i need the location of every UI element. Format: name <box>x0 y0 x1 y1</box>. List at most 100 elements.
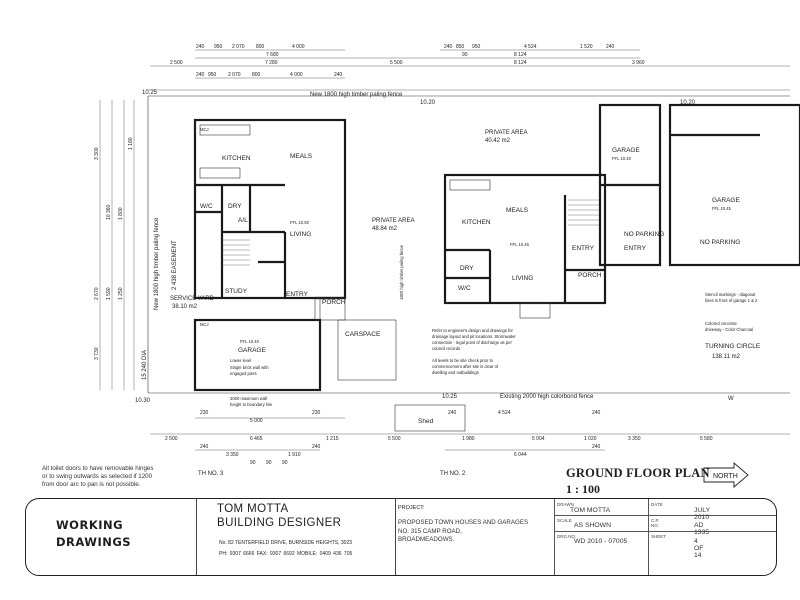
svg-text:230: 230 <box>312 410 321 416</box>
room-label: A/L <box>238 217 248 224</box>
cp-value: AD 1335 <box>694 522 710 536</box>
svg-text:1 020: 1 020 <box>584 436 597 442</box>
shed-outline <box>394 404 466 432</box>
room-label: GARAGE <box>712 197 740 204</box>
project-label: PROJECT: <box>398 505 425 511</box>
garage-note: 2000 maximum wall <box>230 396 267 401</box>
room-label: GARAGE <box>238 347 266 354</box>
svg-text:1 215: 1 215 <box>326 436 339 442</box>
dim-top: 240 <box>196 72 205 78</box>
svg-text:240: 240 <box>200 444 209 450</box>
svg-text:90: 90 <box>282 460 288 466</box>
svg-text:commencement after site is cle: commencement after site is clear of <box>432 364 499 369</box>
dim-top: 4 000 <box>290 72 303 78</box>
room-label: LIVING <box>512 275 533 282</box>
level-mark: 10.20 <box>420 100 436 106</box>
svg-text:6 465: 6 465 <box>250 436 263 442</box>
area-label: PRIVATE AREA <box>485 130 527 136</box>
diameter-label: 15 240 DIA <box>142 350 148 380</box>
area-label: CARSPACE <box>345 331 381 338</box>
dim-top: 2 070 <box>228 72 241 78</box>
svg-text:5 500: 5 500 <box>388 436 401 442</box>
svg-text:drainage layout and pit locati: drainage layout and pit locations. Storm… <box>432 334 516 339</box>
svg-text:5 580: 5 580 <box>700 436 713 442</box>
scale-value: AS SHOWN <box>574 522 612 529</box>
room-label: STUDY <box>225 288 248 295</box>
svg-text:2 500: 2 500 <box>165 436 178 442</box>
svg-text:90: 90 <box>266 460 272 466</box>
svg-text:1 590: 1 590 <box>106 287 112 300</box>
cp-label: C.P. NO. <box>651 518 660 528</box>
dim-top: 1 520 <box>580 44 593 50</box>
townhouse-1-plan: GARAGE FFL 10.40 GARAGE FFL 10.45 ENTRY … <box>598 103 800 360</box>
room-label: ENTRY <box>286 291 309 298</box>
dim-top: 2 070 <box>232 44 245 50</box>
shed-label: Shed <box>418 418 434 425</box>
date-value: JULY 2010 <box>694 507 710 521</box>
dim-top: 4 000 <box>292 44 305 50</box>
dim-top: 950 <box>214 44 223 50</box>
room-label: MEALS <box>290 153 313 160</box>
dim-top: 7 280 <box>265 60 278 66</box>
drawing-number-value: WD 2010 - 07005 <box>574 538 628 545</box>
area-label: TURNING CIRCLE <box>705 343 761 350</box>
svg-text:connection - legal point of di: connection - legal point of discharge as… <box>432 340 512 345</box>
area-value: 40.42 m2 <box>485 138 511 144</box>
svg-text:230: 230 <box>200 410 209 416</box>
fence-label: 1800 high timber paling fence <box>399 244 404 300</box>
svg-text:240: 240 <box>592 444 601 450</box>
dim-top: 240 <box>196 44 205 50</box>
svg-text:4 524: 4 524 <box>498 410 511 416</box>
room-label: GARAGE <box>612 147 640 154</box>
dim-top: 90 <box>462 52 468 58</box>
floor-level: FFL 10.40 <box>240 339 260 344</box>
svg-text:240: 240 <box>312 444 321 450</box>
easement-label: 2 438 EASEMENT <box>172 240 178 290</box>
dim-top: 950 <box>472 44 481 50</box>
engineer-notes: Refer to engineer's design and drawings … <box>432 328 516 375</box>
drawn-value: TOM MOTTA <box>570 507 611 514</box>
date-label: DATE <box>651 502 663 507</box>
svg-text:240: 240 <box>592 410 601 416</box>
dim-top: 7 680 <box>266 52 279 58</box>
project-box: PROJECT: PROPOSED TOWN HOUSES AND GARAGE… <box>394 499 776 575</box>
svg-text:Refer to engineer's design and: Refer to engineer's design and drawings … <box>432 328 513 333</box>
svg-text:2 670: 2 670 <box>94 287 100 300</box>
svg-text:All levels to be site check pr: All levels to be site check prior to <box>432 358 494 363</box>
area-value: 48.84 m2 <box>372 226 398 232</box>
fence-label: New 1800 high timber paling fence <box>154 217 160 310</box>
area-label: SERVICE YARD <box>170 296 215 302</box>
designer-title: BUILDING DESIGNER <box>217 517 342 529</box>
garage-note: Lower level <box>230 358 251 363</box>
area-label: NO PARKING <box>700 239 740 246</box>
svg-text:5 000: 5 000 <box>250 418 263 424</box>
area-label: NO PARKING <box>624 231 664 238</box>
working-drawings-label: WORKING DRAWINGS <box>56 518 132 549</box>
svg-text:1 910: 1 910 <box>288 452 301 458</box>
bottom-dimensions: 230 5 000 230 240 4 524 240 2 500 6 465 … <box>150 410 790 466</box>
level-mark: 10.25 <box>442 394 458 400</box>
room-label: PORCH <box>322 299 346 306</box>
room-label: DRY <box>228 203 242 210</box>
dim-top: 240 <box>444 44 453 50</box>
townhouse-label: TH NO. 3 <box>198 471 224 477</box>
svg-text:90: 90 <box>250 460 256 466</box>
garage-note: Stencil markings - diagonal <box>705 292 755 297</box>
general-notes: All toilet doors to have removable hinge… <box>42 465 154 488</box>
townhouse-label: TH NO. 2 <box>440 471 466 477</box>
svg-text:3 350: 3 350 <box>628 436 641 442</box>
dim-top: 3 960 <box>632 60 645 66</box>
svg-text:1 980: 1 980 <box>462 436 475 442</box>
drawing-number-label: DRG.NO. <box>557 534 577 539</box>
garage-note: driveway - Color Charcoal <box>705 327 753 332</box>
level-mark: 10.25 <box>142 90 158 96</box>
svg-text:dwelling and outbuildings: dwelling and outbuildings <box>432 370 479 375</box>
svg-text:council records: council records <box>432 346 460 351</box>
room-label: LIVING <box>290 231 311 238</box>
drawn-label: DRAWN <box>557 502 574 507</box>
plan-scale: 1 : 100 <box>566 482 600 496</box>
room-label: KITCHEN <box>222 155 251 162</box>
floor-level: FFL 10.40 <box>612 156 632 161</box>
room-label: W/C <box>200 203 213 210</box>
floor-level: FFL 10.50 <box>290 220 310 225</box>
